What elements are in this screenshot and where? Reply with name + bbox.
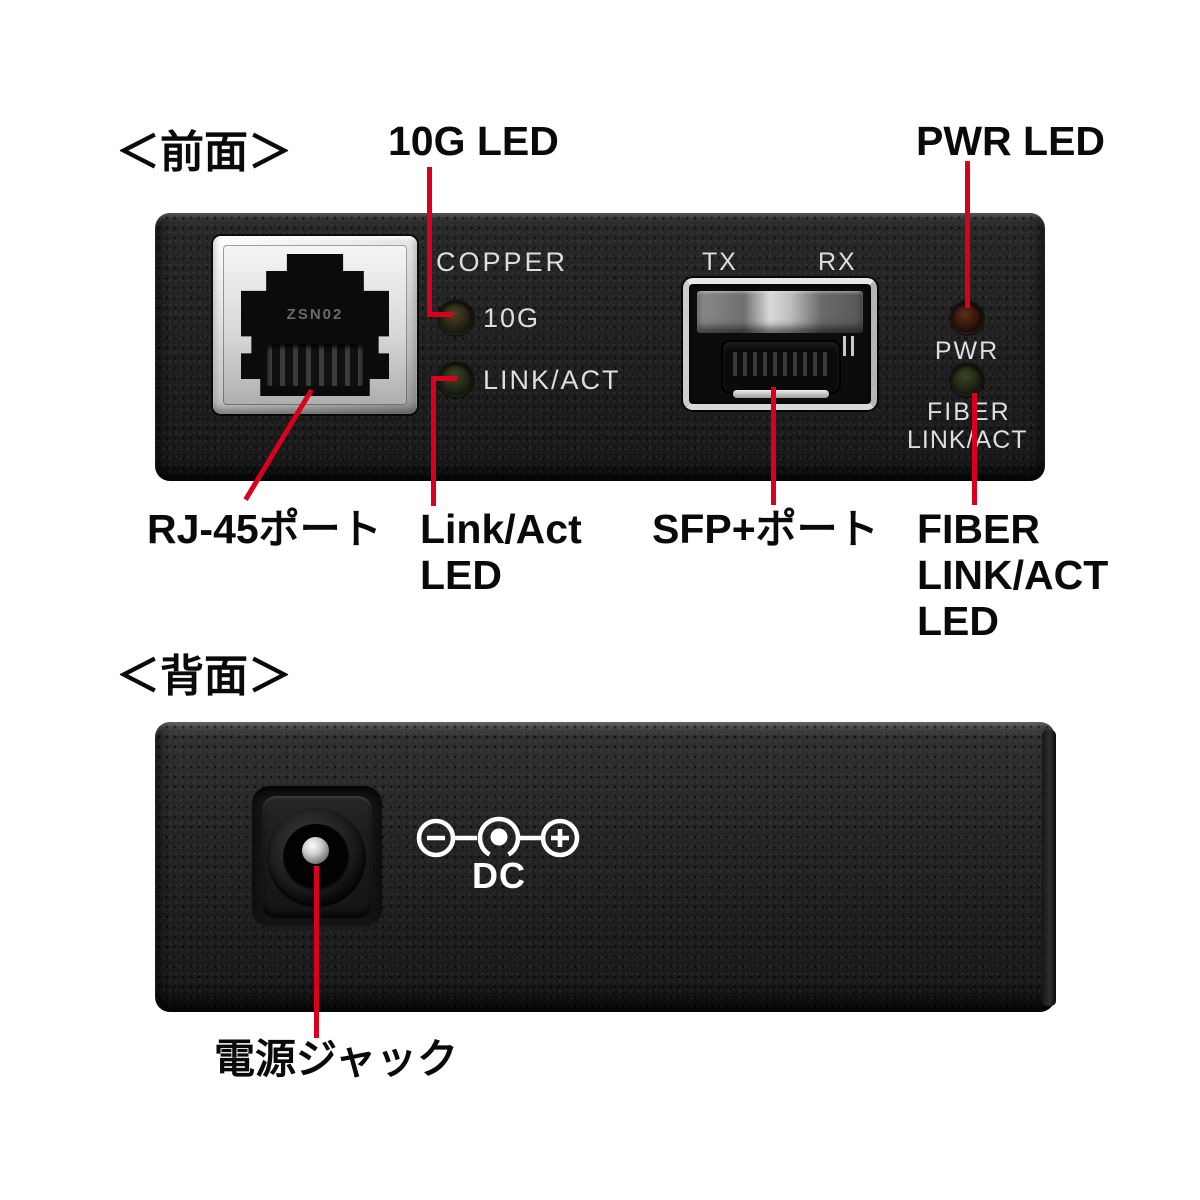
power-jack-center-pin [302,837,329,864]
rj45-pin-contacts [267,344,363,386]
callout-line-linkact-elbow [431,376,457,381]
callout-line-power-jack [314,866,319,1038]
callout-label-rj45-port: RJ-45ポート [147,506,382,552]
callout-line-sfp [771,387,776,505]
panel-print-tx: TX [702,248,738,276]
panel-print-pwr: PWR [934,337,1000,365]
led-10g [439,301,473,335]
panel-print-fiber: FIBER [927,398,1011,426]
callout-line-10g-elbow [427,312,453,317]
callout-label-power-jack-line1: 電源ジャック [214,1036,458,1082]
center-pin-icon [477,816,521,857]
rj45-metal-face: ZSN02 [223,245,407,405]
dc-polarity-icon [416,816,580,858]
front-view-title: ＜前面＞ [116,128,292,177]
panel-print-10g: 10G [483,303,541,333]
panel-print-linkact: LINK/ACT [483,365,621,395]
sfp-cage-shield [697,291,863,333]
callout-label-power-jack: 電源ジャック [214,1036,458,1082]
panel-print-copper: COPPER [436,247,569,277]
callout-label-sfp-line1: SFP+ポート [652,506,879,552]
callout-line-linkact-vertical [431,376,436,506]
back-view-title: ＜背面＞ [116,652,292,701]
callout-label-linkact-line1: Link/Act [420,506,582,552]
panel-print-rx: RX [818,248,857,276]
callout-label-fiber-line2: LINK/ACT [917,552,1109,598]
callout-label-linkact-line2: LED [420,552,502,598]
callout-label-fiber-led: FIBER LINK/ACT LED [917,506,1108,644]
callout-label-fiber-line3: LED [917,598,999,644]
sfp-connector [723,342,839,392]
sfp-pin-contacts [733,352,829,376]
rj45-molded-marking: ZSN02 [286,305,344,323]
callout-label-rj45-line1: RJ-45ポート [147,506,382,552]
panel-print-fiber-linkact: LINK/ACT [907,426,1028,454]
sfp-bottom-sill [733,390,829,398]
rj45-port: ZSN02 [213,236,417,414]
callout-line-10g-vertical [427,167,432,317]
sfp-side-ticks [843,336,857,356]
panel-print-dc: DC [472,855,526,896]
back-panel-side-flange [1042,730,1056,1006]
callout-label-fiber-line1: FIBER [917,506,1040,552]
callout-label-linkact-led: Link/Act LED [420,506,582,598]
callout-line-fiber [972,393,977,505]
callout-line-pwr [965,161,970,308]
callout-label-pwr-led: PWR LED [916,118,1106,164]
callout-label-sfp-port: SFP+ポート [652,506,879,552]
callout-label-10g-led: 10G LED [388,118,559,164]
led-fiber-linkact [951,364,983,396]
plus-polarity-icon [540,818,580,858]
sfp-port [683,278,877,410]
